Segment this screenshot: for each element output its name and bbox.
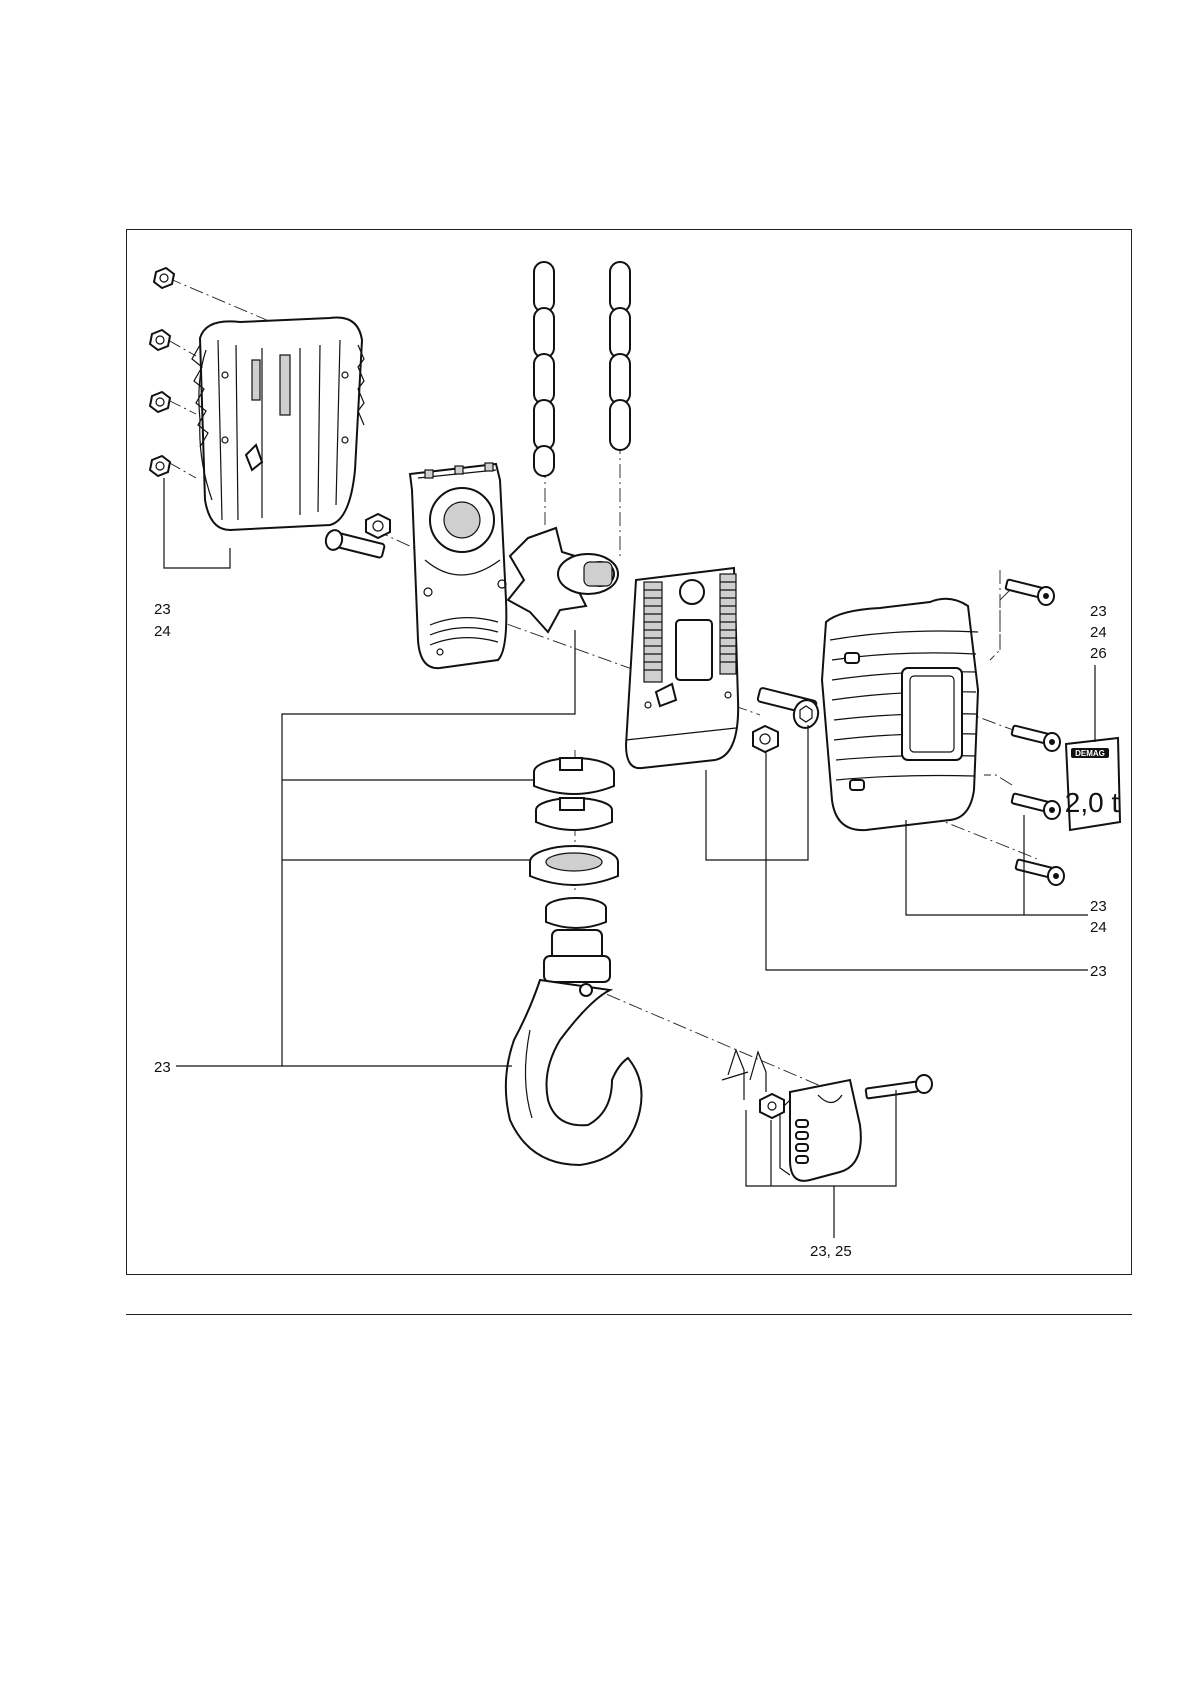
thrust-bearing	[530, 846, 618, 885]
callout-screws-23: 23	[1090, 898, 1107, 915]
nut-4	[150, 456, 170, 476]
left-nuts	[150, 268, 174, 476]
load-hook	[506, 898, 642, 1165]
nut-center-left	[366, 514, 390, 538]
right-cover	[822, 599, 978, 830]
nut-1	[154, 268, 174, 288]
bearing-split-ring	[536, 798, 612, 830]
callout-hook-23: 23	[154, 1059, 171, 1076]
screw-bottom	[1015, 859, 1064, 885]
callout-screws-24: 24	[1090, 919, 1107, 936]
screw-top	[1005, 579, 1054, 605]
left-housing	[192, 317, 364, 530]
callout-nuts-24: 24	[154, 623, 171, 640]
nut-2	[150, 330, 170, 350]
capacity-plate: DEMAG 2,0 t	[1065, 738, 1120, 830]
screw-lower	[1011, 793, 1060, 819]
load-chain-right	[610, 262, 630, 450]
callout-nuts-23: 23	[154, 601, 171, 618]
callout-latch-23-25: 23, 25	[810, 1243, 852, 1260]
nut-center	[753, 726, 778, 752]
callout-cover-26: 26	[1090, 645, 1107, 662]
callout-nut-23: 23	[1090, 963, 1107, 980]
screw-mid	[1011, 725, 1060, 751]
bolt-center	[757, 687, 821, 730]
safety-latch-spring	[722, 1050, 766, 1100]
center-housing	[410, 463, 506, 668]
latch-nut	[760, 1094, 784, 1118]
load-sprocket	[508, 528, 618, 632]
brake-housing	[626, 568, 738, 768]
safety-latch	[780, 1080, 861, 1181]
callout-cover-23: 23	[1090, 603, 1107, 620]
latch-bolt	[866, 1075, 932, 1099]
brand-label: DEMAG	[1075, 749, 1105, 758]
nut-3	[150, 392, 170, 412]
spring-right	[720, 574, 736, 674]
callout-cover-24: 24	[1090, 624, 1107, 641]
load-chain-left	[534, 262, 554, 476]
capacity-label: 2,0 t	[1065, 787, 1120, 818]
spring-left	[644, 582, 662, 682]
bearing-upper-ring	[534, 758, 614, 794]
